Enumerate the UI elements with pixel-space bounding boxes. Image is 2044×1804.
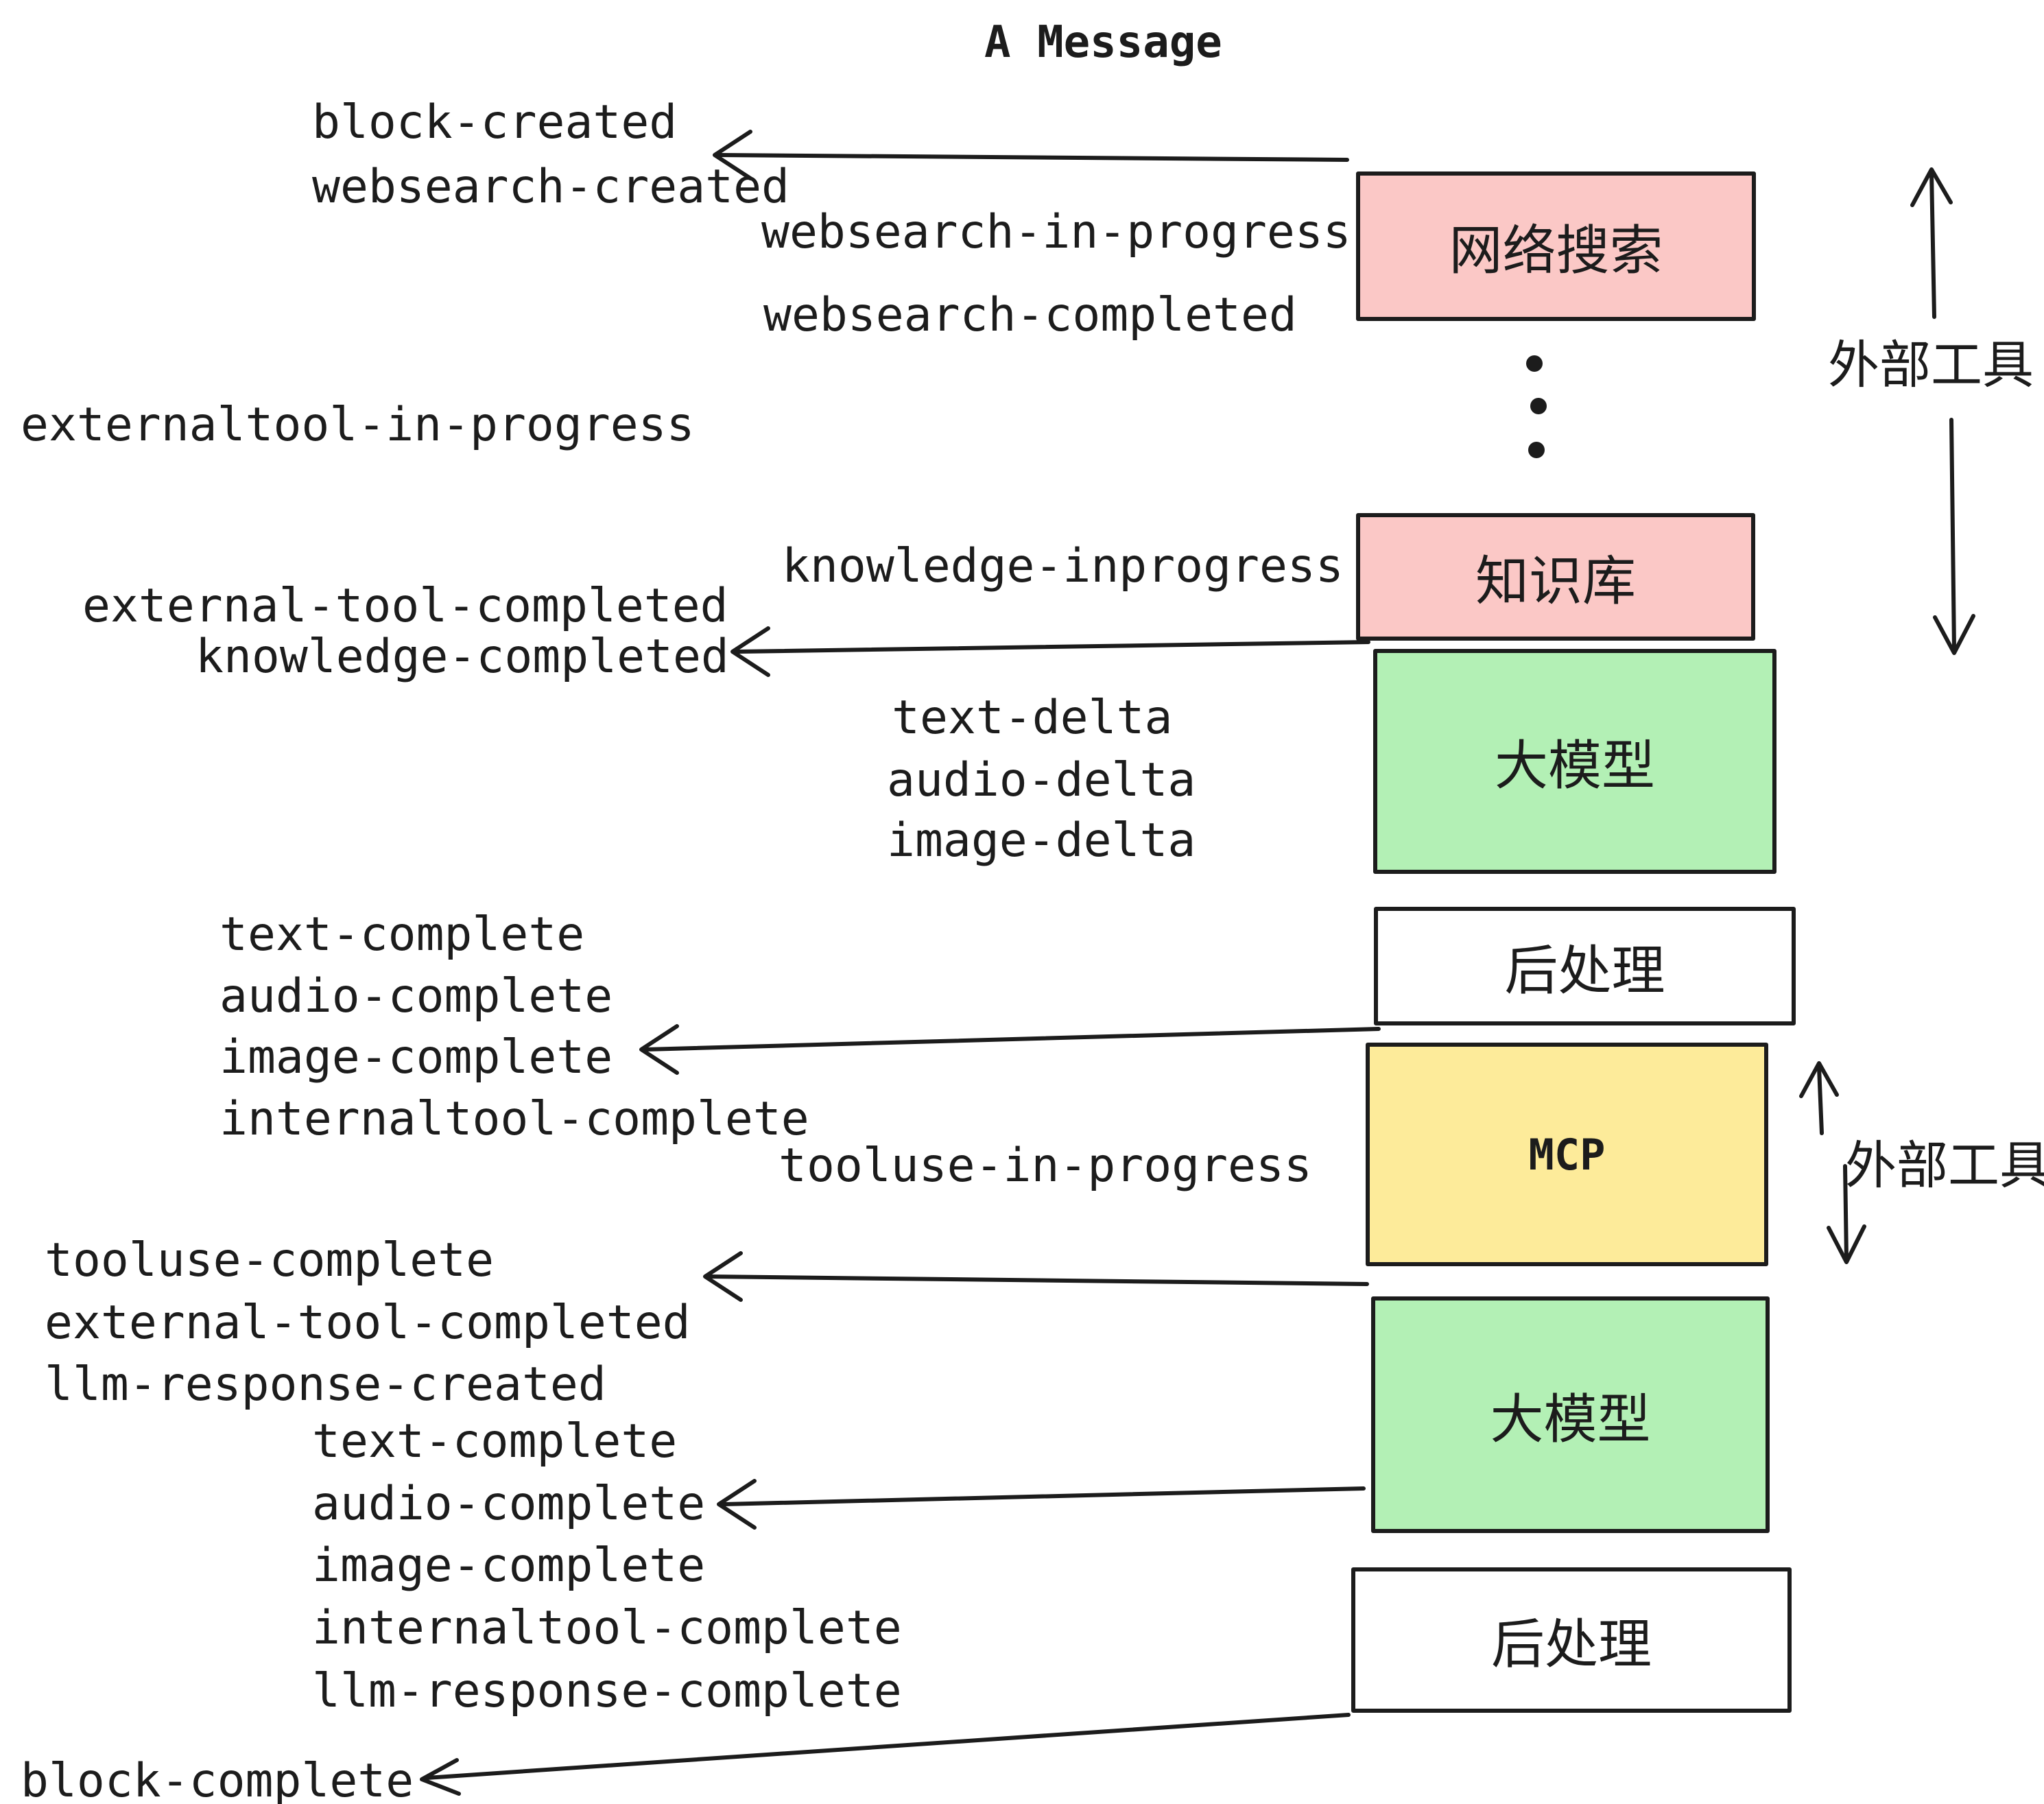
event-llm-response-complete: llm-response-complete	[312, 1664, 902, 1718]
box-mcp-label: MCP	[1528, 1129, 1606, 1180]
box-knowledge: 知识库	[1356, 513, 1755, 641]
arrow-to-block-created-icon	[713, 130, 1349, 180]
box-postprocess-2: 后处理	[1351, 1567, 1792, 1713]
event-websearch-in-progress: websearch-in-progress	[761, 205, 1351, 259]
box-llm-2: 大模型	[1371, 1296, 1770, 1533]
event-websearch-completed: websearch-completed	[763, 288, 1297, 342]
event-externaltool-in-progress: externaltool-in-progress	[21, 398, 695, 452]
external-tools-range-down-arrow-icon	[1933, 418, 1975, 655]
box-llm-1: 大模型	[1373, 649, 1776, 874]
event-audio-complete-2: audio-complete	[312, 1477, 706, 1531]
external-tools-range-up-arrow-icon	[1910, 167, 1953, 319]
box-postprocess-1-label: 后处理	[1504, 940, 1665, 1001]
arrow-to-knowledge-completed-icon	[730, 626, 1370, 677]
event-text-delta-1: text-delta	[892, 691, 1173, 745]
event-external-tool-completed-2: external-tool-completed	[45, 1296, 691, 1350]
arrow-to-block-complete-icon	[420, 1713, 1351, 1796]
event-image-complete-1: image-complete	[219, 1030, 613, 1084]
arrow-to-audio-complete-icon	[717, 1479, 1366, 1530]
event-internaltool-complete-1: internaltool-complete	[219, 1092, 809, 1146]
box-websearch: 网络搜索	[1356, 171, 1756, 321]
diagram-title: A Message	[984, 17, 1222, 68]
event-image-complete-2: image-complete	[312, 1539, 706, 1593]
box-knowledge-label: 知识库	[1475, 551, 1636, 611]
ellipsis-dots-icon	[1526, 355, 1547, 458]
event-text-complete-1: text-complete	[219, 907, 585, 962]
event-external-tool-completed-1: external-tool-completed	[82, 579, 728, 633]
event-audio-complete-1: audio-complete	[219, 969, 613, 1023]
event-websearch-created: websearch-created	[312, 160, 789, 214]
box-websearch-label: 网络搜索	[1449, 220, 1663, 281]
event-audio-delta-1: audio-delta	[887, 753, 1196, 807]
event-llm-response-created: llm-response-created	[45, 1357, 606, 1412]
box-postprocess-2-label: 后处理	[1490, 1614, 1652, 1674]
arrow-to-tooluse-complete-icon	[703, 1251, 1369, 1302]
event-knowledge-inprogress: knowledge-inprogress	[782, 539, 1344, 593]
external-tools-note-mcp: 外部工具	[1845, 1137, 2044, 1194]
mcp-external-tools-up-arrow-icon	[1799, 1061, 1839, 1135]
box-mcp: MCP	[1366, 1043, 1768, 1266]
event-block-complete: block-complete	[21, 1754, 414, 1804]
event-image-delta-1: image-delta	[887, 814, 1196, 868]
event-internaltool-complete-2: internaltool-complete	[312, 1601, 902, 1655]
event-tooluse-in-progress: tooluse-in-progress	[779, 1139, 1312, 1193]
box-postprocess-1: 后处理	[1374, 907, 1796, 1025]
box-llm-1-label: 大模型	[1494, 735, 1655, 796]
event-block-created: block-created	[312, 95, 678, 150]
external-tools-note-top: 外部工具	[1828, 336, 2034, 394]
event-knowledge-completed: knowledge-completed	[195, 630, 729, 684]
event-tooluse-complete: tooluse-complete	[45, 1233, 495, 1287]
box-llm-2-label: 大模型	[1490, 1388, 1651, 1449]
arrow-to-image-complete-icon	[639, 1024, 1381, 1075]
mcp-external-tools-down-arrow-icon	[1827, 1164, 1866, 1264]
event-text-complete-2: text-complete	[312, 1414, 678, 1469]
